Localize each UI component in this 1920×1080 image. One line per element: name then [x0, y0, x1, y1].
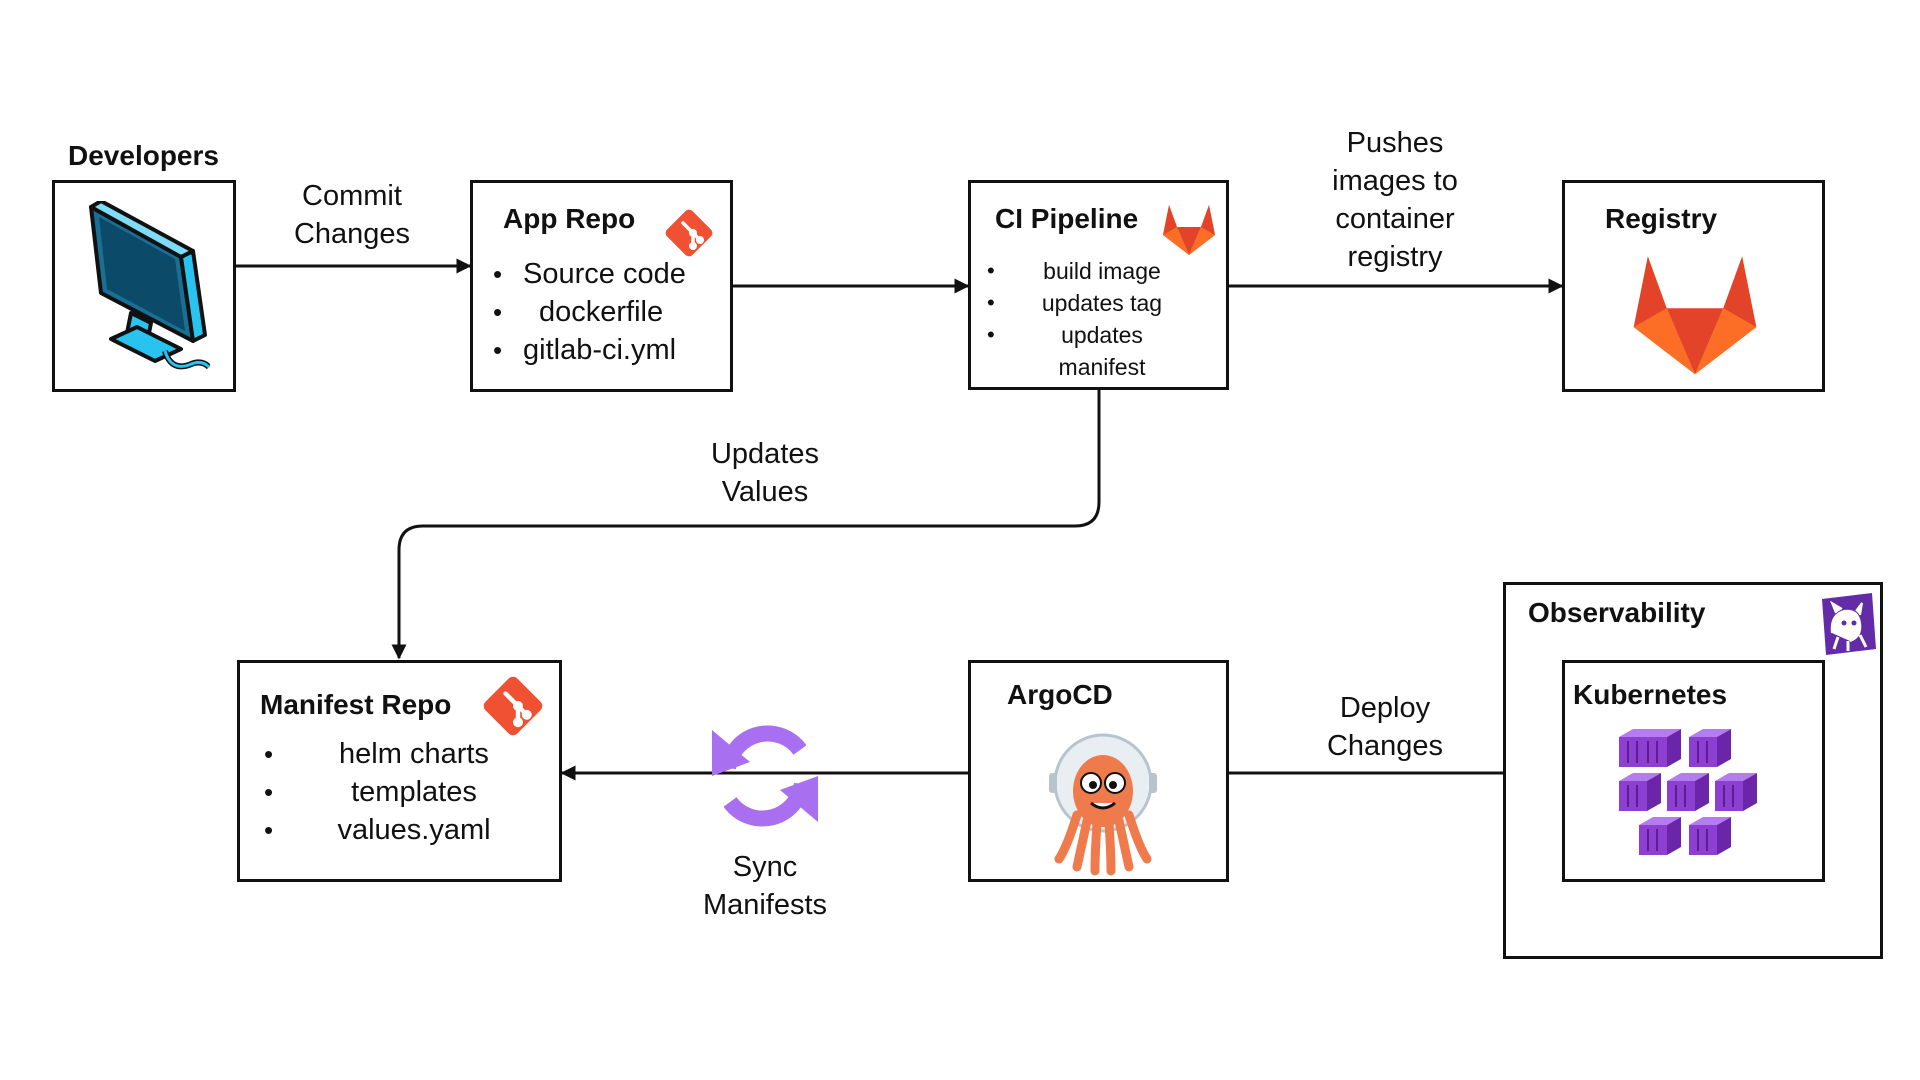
registry-title: Registry: [1605, 203, 1718, 234]
app-repo-items: •Source code •dockerfile •gitlab-ci.yml: [493, 255, 723, 369]
git-icon: [483, 676, 543, 736]
edge-label-pushes-images: Pushes images to container registry: [1332, 127, 1458, 273]
manifest-repo-node[interactable]: Manifest Repo •helm charts •templates •v…: [237, 660, 562, 882]
list-item: manifest: [1058, 354, 1146, 380]
arrow-ci-to-manifest-repo: [391, 390, 1101, 660]
manifest-repo-title: Manifest Repo: [260, 689, 452, 720]
argocd-title: ArgoCD: [1007, 679, 1113, 710]
argo-octopus-icon: [1049, 733, 1157, 876]
list-item: •updates: [987, 322, 1143, 348]
developers-title: Developers: [68, 140, 219, 171]
list-item: •Source code: [493, 258, 686, 290]
list-item: •values.yaml: [264, 814, 491, 846]
git-icon: [665, 209, 713, 257]
kubernetes-title: Kubernetes: [1573, 679, 1728, 710]
list-item: •build image: [987, 258, 1161, 284]
sync-icon: [712, 725, 818, 827]
observability-title: Observability: [1528, 597, 1706, 628]
desktop-computer-icon: [89, 201, 210, 370]
ci-pipeline-title: CI Pipeline: [995, 203, 1139, 234]
edge-label-commit-changes: Commit Changes: [293, 180, 411, 250]
argocd-node[interactable]: ArgoCD: [968, 660, 1229, 882]
developers-node[interactable]: [52, 180, 236, 392]
list-item: •templates: [264, 776, 477, 808]
edge-label-sync-manifests: Sync Manifests: [702, 851, 828, 921]
manifest-repo-items: •helm charts •templates •values.yaml: [264, 735, 544, 849]
gitlab-icon: [1633, 256, 1757, 375]
aks-cubes-icon: [1619, 729, 1758, 856]
app-repo-title: App Repo: [503, 203, 636, 234]
edge-label-deploy-changes: Deploy Changes: [1326, 692, 1444, 762]
edge-label-updates-values: Updates Values: [710, 438, 819, 508]
list-item: •gitlab-ci.yml: [493, 334, 677, 366]
list-item: •helm charts: [264, 738, 489, 770]
datadog-icon: [1822, 593, 1876, 655]
registry-node[interactable]: Registry: [1562, 180, 1825, 392]
list-item: •dockerfile: [493, 296, 664, 328]
ci-pipeline-items: •build image •updates tag •updates manif…: [987, 255, 1217, 383]
ci-pipeline-node[interactable]: CI Pipeline •build image •updates tag •u…: [968, 180, 1229, 390]
app-repo-node[interactable]: App Repo •Source code •dockerfile •gitla…: [470, 180, 733, 392]
kubernetes-node[interactable]: Kubernetes: [1562, 660, 1825, 882]
gitlab-icon: [1163, 205, 1215, 255]
list-item: •updates tag: [987, 290, 1163, 316]
